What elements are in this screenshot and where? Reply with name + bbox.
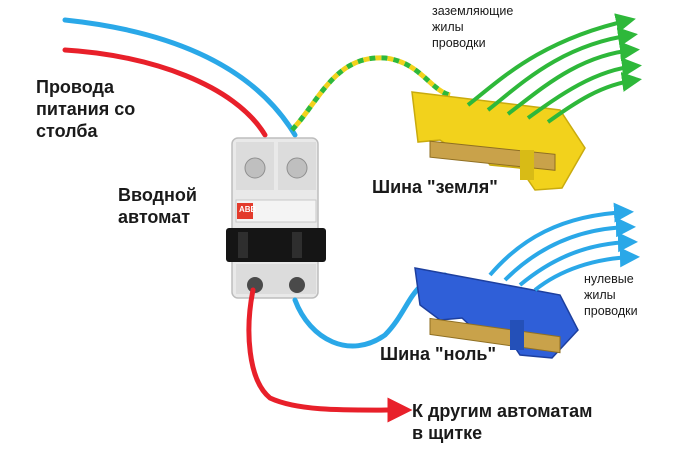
supply-label-line3: столба bbox=[36, 121, 98, 141]
breaker-label-line2: автомат bbox=[118, 207, 191, 227]
breaker-label-line1: Вводной bbox=[118, 185, 197, 205]
ground-bus-label: Шина "земля" bbox=[372, 177, 498, 197]
ground-wire-2 bbox=[486, 27, 638, 112]
neutral-wires-label-line1: нулевые bbox=[584, 272, 634, 286]
supply-label-line2: питания со bbox=[36, 99, 136, 119]
supply-blue-wire bbox=[62, 17, 298, 138]
other-breakers-label-line1: К другим автоматам bbox=[412, 401, 593, 421]
other-breakers-label-line2: в щитке bbox=[412, 423, 483, 443]
breaker-brand-logo: ABB bbox=[239, 205, 257, 214]
neutral-wire-1 bbox=[488, 202, 634, 277]
outgoing-red-wire bbox=[246, 287, 413, 423]
supply-label-line1: Провода bbox=[36, 77, 114, 97]
ground-wire-4 bbox=[526, 57, 642, 120]
ground-wire-1 bbox=[466, 13, 636, 107]
neutral-wire-2 bbox=[503, 217, 636, 282]
ground-wires-label: заземляющие жилы проводки bbox=[432, 3, 513, 51]
neutral-bus bbox=[414, 267, 579, 359]
ground-feed-wire-yellow bbox=[290, 55, 451, 132]
ground-wires-label-line1: заземляющие bbox=[432, 4, 514, 18]
ground-wire-3 bbox=[506, 41, 640, 116]
neutral-wires-label-line3: проводки bbox=[584, 304, 638, 318]
ground-wires-label-line2: жилы bbox=[432, 20, 464, 34]
supply-red-wire bbox=[62, 47, 268, 138]
neutral-wire-3 bbox=[518, 232, 638, 287]
ground-feed-wire bbox=[290, 55, 451, 132]
neutral-wire-4 bbox=[533, 247, 640, 292]
supply-label: Провода питания со столба bbox=[36, 76, 135, 142]
input-breaker bbox=[226, 137, 326, 299]
neutral-wires-label-line2: жилы bbox=[584, 288, 616, 302]
ground-wire-5 bbox=[546, 72, 642, 124]
breaker-label: Вводной автомат bbox=[118, 184, 197, 228]
neutral-bus-label: Шина "ноль" bbox=[380, 344, 497, 364]
ground-bus bbox=[411, 91, 586, 191]
neutral-wires-label: нулевые жилы проводки bbox=[584, 271, 638, 319]
ground-wires-label-line3: проводки bbox=[432, 36, 486, 50]
other-breakers-label: К другим автоматам в щитке bbox=[412, 400, 592, 444]
